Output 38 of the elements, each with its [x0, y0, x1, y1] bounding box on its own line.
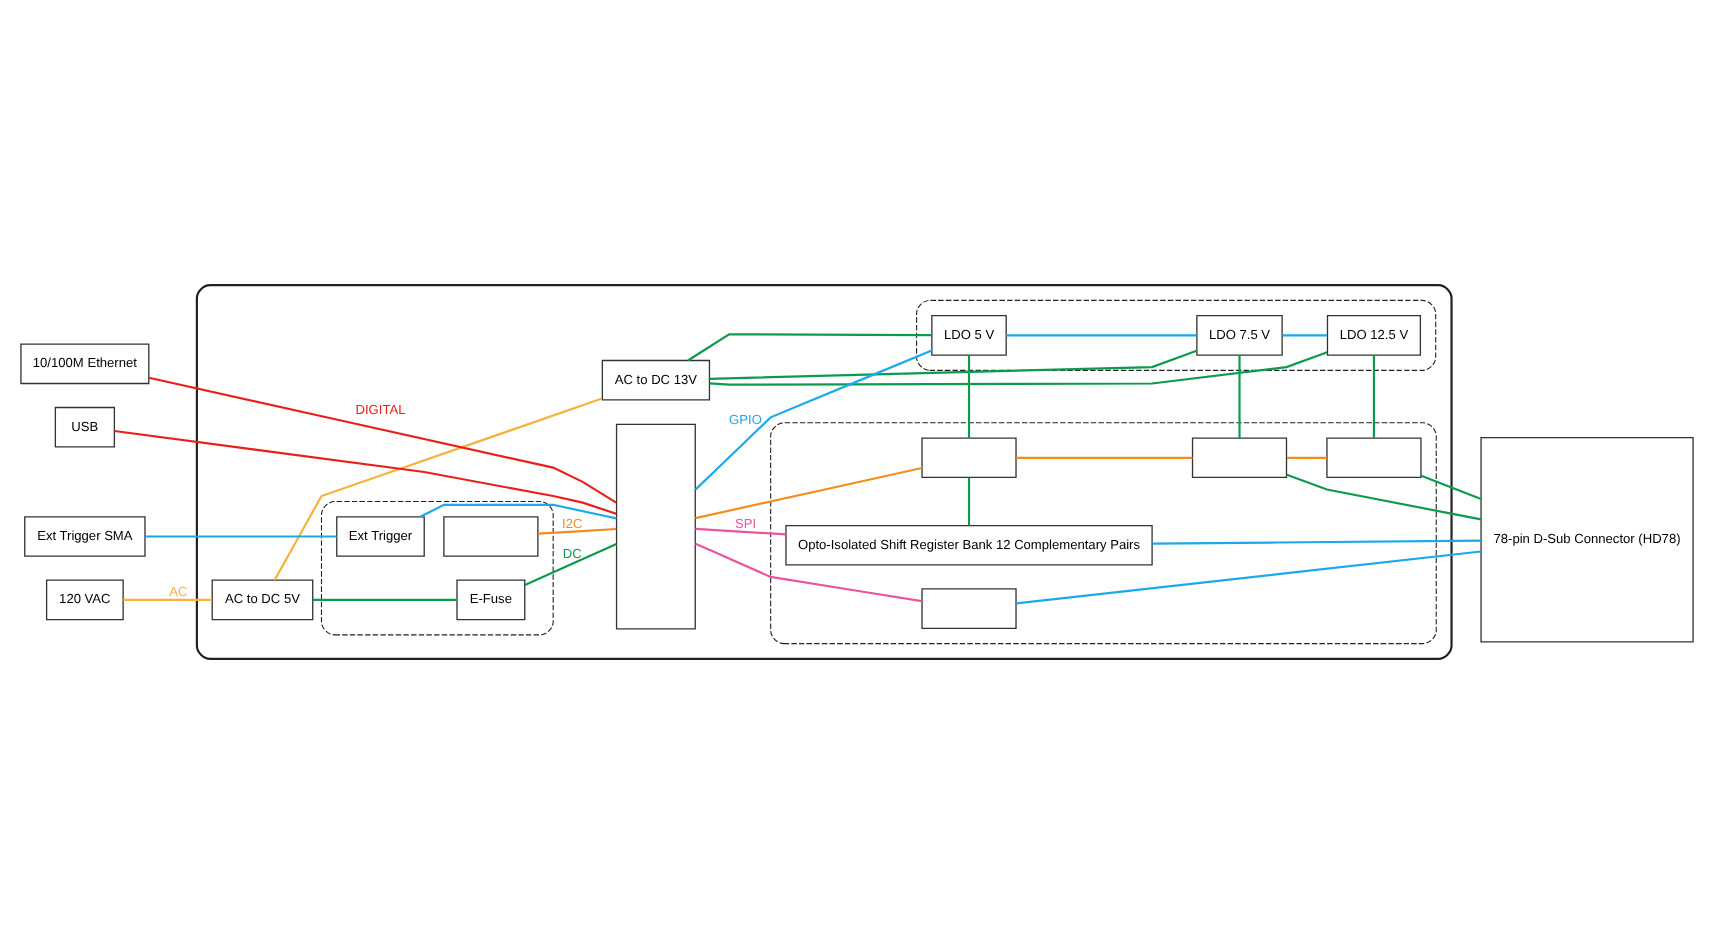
- cluster: [320, 500, 554, 636]
- connector: [1286, 456, 1327, 459]
- connector: [1420, 474, 1482, 500]
- connector: [1286, 473, 1482, 521]
- connector: [419, 503, 617, 520]
- node-box: [921, 437, 1017, 479]
- connector: [709, 351, 1328, 386]
- connector: [694, 349, 933, 491]
- connector: [687, 333, 932, 362]
- node-box: [1191, 437, 1288, 479]
- node-box: [1326, 437, 1422, 479]
- connector: [123, 598, 212, 601]
- connector: [148, 376, 617, 504]
- node-box: [921, 588, 1017, 629]
- connector: [967, 477, 971, 526]
- connector: [145, 535, 337, 538]
- connector: [1372, 355, 1376, 438]
- connector: [538, 527, 617, 535]
- connector: [524, 542, 617, 587]
- connector: [273, 397, 603, 581]
- connector: [695, 527, 786, 536]
- cluster: [916, 299, 1437, 371]
- connector: [114, 429, 617, 515]
- connector: [695, 542, 922, 603]
- cluster: [770, 422, 1437, 645]
- connector: [1282, 334, 1328, 337]
- cluster: [195, 284, 1453, 660]
- node-box: [615, 423, 696, 630]
- connector: [1016, 456, 1193, 459]
- connector: [1006, 334, 1197, 337]
- connector: [1016, 550, 1482, 605]
- connector: [695, 466, 923, 520]
- connector: [312, 598, 457, 601]
- connector: [967, 355, 971, 438]
- connector: [1238, 355, 1241, 438]
- connector: [709, 349, 1198, 380]
- connector: [1152, 539, 1482, 545]
- node-box: [443, 516, 539, 557]
